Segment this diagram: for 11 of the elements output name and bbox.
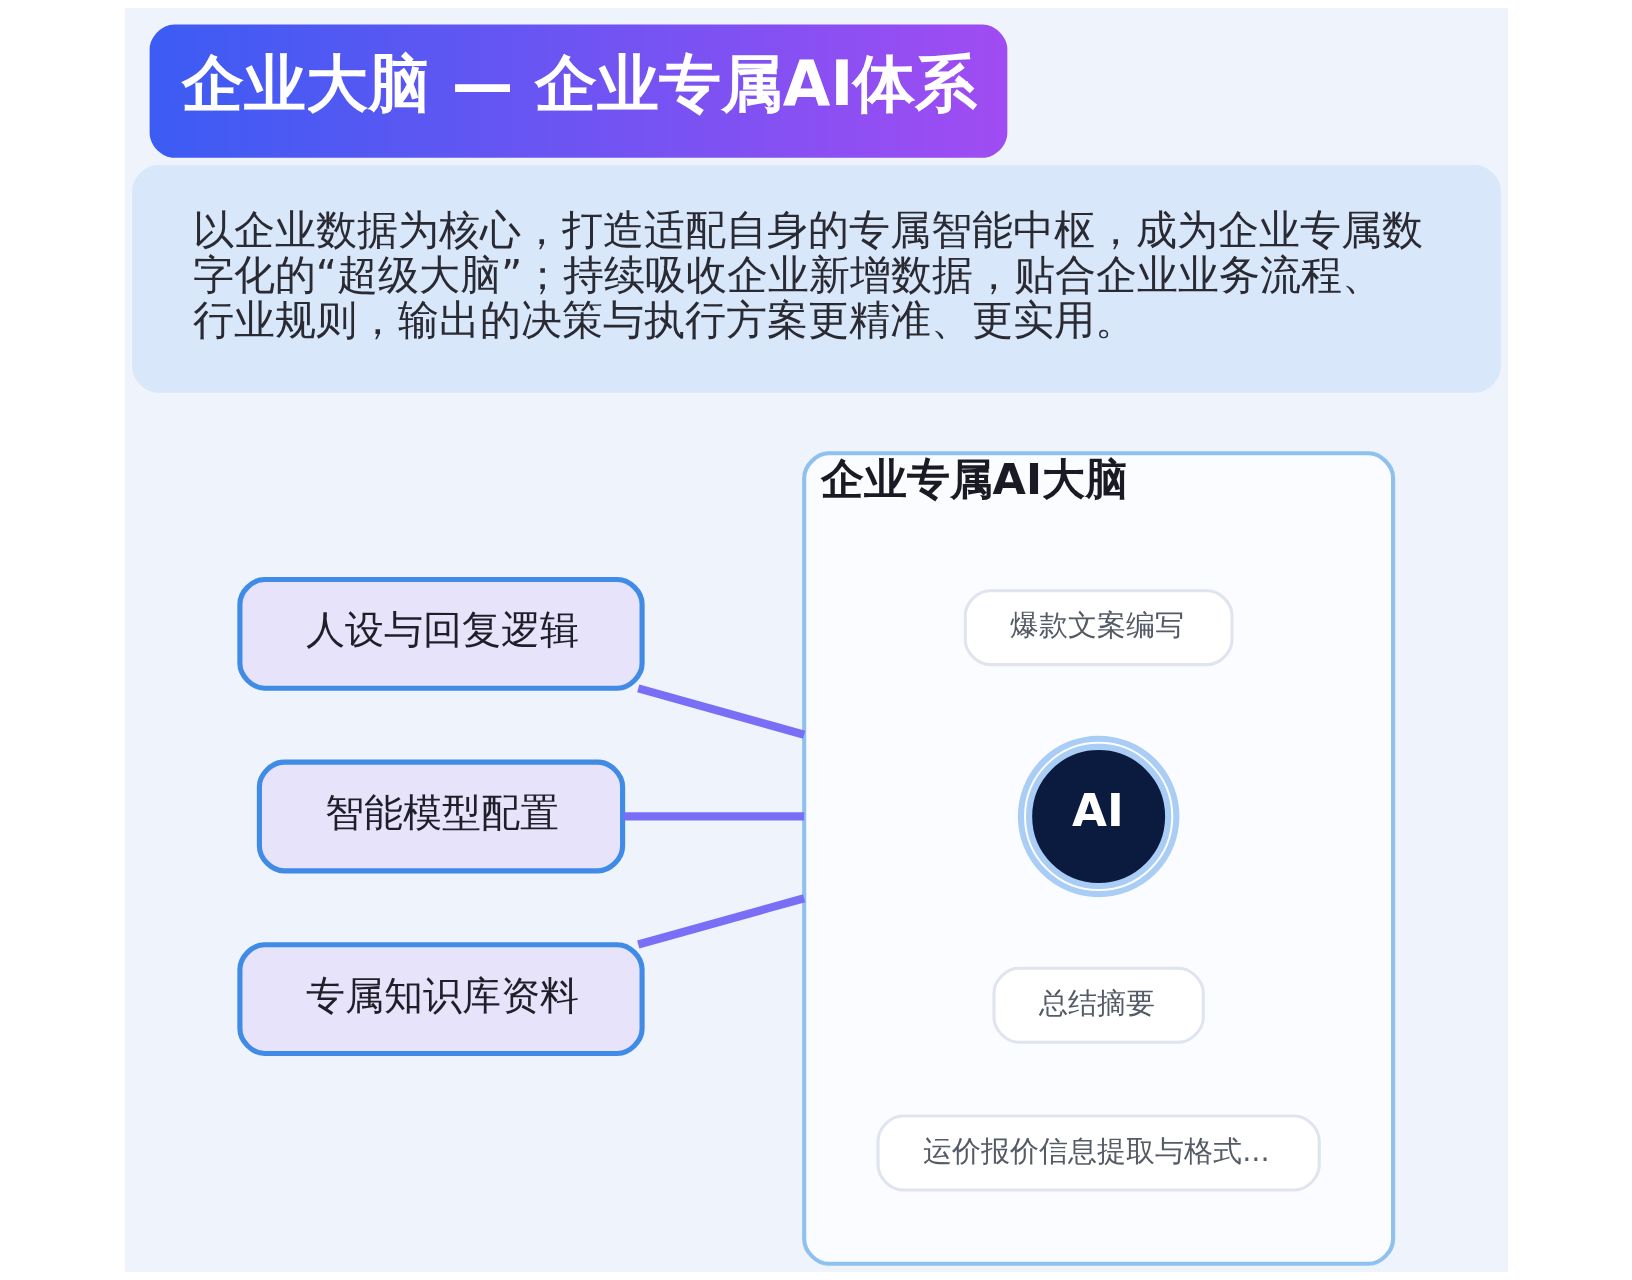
node-box: 专属知识库资料 xyxy=(236,942,645,1057)
node-box: 爆款文案编写 xyxy=(963,589,1234,667)
node-box: 人设与回复逻辑 xyxy=(236,576,645,691)
connector xyxy=(636,894,805,949)
diagram-title: 企业大脑 — 企业专属AI体系 xyxy=(181,48,977,121)
node-box: 运价报价信息提取与格式... xyxy=(876,1114,1321,1192)
connector xyxy=(622,812,804,821)
node-circle: AI xyxy=(1017,735,1179,898)
node-box: 总结摘要 xyxy=(991,966,1205,1044)
node-box: 智能模型配置 xyxy=(256,759,625,874)
connector xyxy=(636,684,805,739)
